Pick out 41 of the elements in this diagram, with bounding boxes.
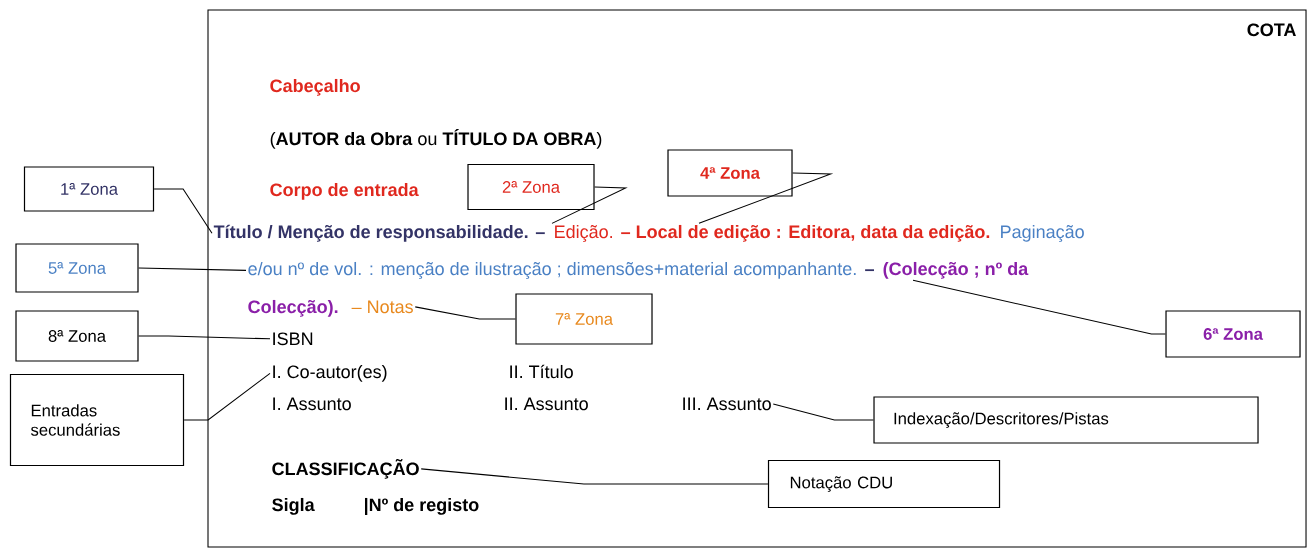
label-text: – bbox=[865, 269, 875, 272]
card-text: ISBN bbox=[273, 332, 313, 346]
card-text: III. Assunto bbox=[683, 397, 771, 411]
callout-box: Indexação/Descritores/Pistas bbox=[873, 396, 1259, 444]
leader-line bbox=[138, 335, 271, 340]
callout-box: 8ª Zona bbox=[15, 310, 139, 362]
label-text: Colecção). bbox=[248, 299, 338, 317]
leader-line bbox=[183, 372, 271, 421]
callout-box: 7ª Zona bbox=[515, 293, 653, 345]
card-text: – Local de edição : Editora, data da edição. bbox=[621, 224, 990, 242]
leader-line bbox=[912, 279, 1166, 335]
leader-line bbox=[551, 186, 628, 224]
leader-line bbox=[414, 306, 516, 320]
label-text: II. Título bbox=[510, 364, 573, 379]
leader-line bbox=[153, 188, 213, 234]
label-text: COTA bbox=[1247, 23, 1296, 37]
label-text: Cabeçalho bbox=[270, 78, 360, 96]
label-text: Paginação bbox=[1001, 224, 1084, 242]
leader-line bbox=[772, 403, 874, 421]
card-text: Edição. bbox=[555, 224, 612, 242]
callout-box: Entradas secundárias bbox=[9, 373, 185, 467]
callout-box: Notação CDU bbox=[767, 459, 1001, 509]
label-text: II. Assunto bbox=[505, 397, 588, 411]
label-text: Sigla bbox=[272, 497, 315, 515]
callout-box: 1ª Zona bbox=[23, 166, 155, 212]
card-text: (Colecção ; nº da bbox=[883, 261, 1029, 279]
callout-box: 6ª Zona bbox=[1165, 310, 1301, 358]
label-text: |Nº de registo bbox=[365, 497, 479, 515]
callout-box: 4ª Zona bbox=[667, 149, 793, 197]
card-text: I. Co-autor(es) bbox=[273, 364, 387, 382]
card-text: – Notas bbox=[351, 300, 413, 314]
card-text: CLASSIFICAÇÃO bbox=[272, 459, 419, 479]
leader-line bbox=[698, 172, 834, 224]
leader-line bbox=[138, 267, 247, 271]
leader-line bbox=[420, 468, 769, 485]
callout-box: 2ª Zona bbox=[467, 163, 595, 211]
callout-box: 5ª Zona bbox=[15, 243, 139, 293]
card-text: Título / Menção de responsabilidade. – bbox=[213, 224, 545, 242]
label-text: Corpo de entrada bbox=[270, 182, 419, 200]
card-text: e/ou nº de vol. : menção de ilustração ; dimensões+material acompanhante. bbox=[248, 261, 856, 279]
label-text: I. Assunto bbox=[273, 397, 351, 411]
